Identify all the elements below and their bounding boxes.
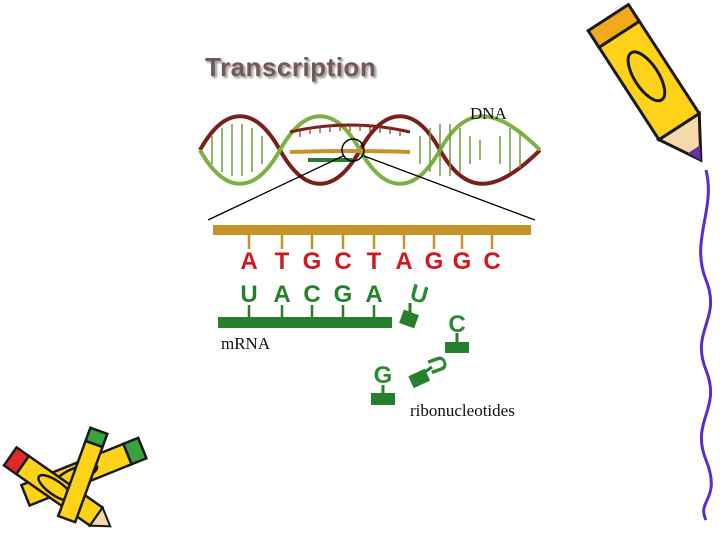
- mrna-base: U: [235, 283, 263, 307]
- mrna-base: A: [360, 283, 388, 307]
- mrna-label: mRNA: [221, 334, 270, 354]
- mrna-base: G: [329, 283, 357, 307]
- dna-base: C: [329, 250, 357, 274]
- dna-base: G: [298, 250, 326, 274]
- dna-base: G: [448, 250, 476, 274]
- dna-helix: [200, 116, 540, 184]
- mrna-base: C: [298, 283, 326, 307]
- mrna-strand: [218, 305, 392, 328]
- dna-template-strand: [213, 225, 531, 249]
- dna-base: G: [420, 250, 448, 274]
- pencil-icon: [588, 5, 720, 174]
- dna-base: T: [268, 250, 296, 274]
- free-ribonucleotide-c: C: [443, 313, 471, 337]
- dna-label: DNA: [470, 104, 507, 124]
- dna-base: C: [478, 250, 506, 274]
- dna-base: T: [360, 250, 388, 274]
- ribonucleotides-label: ribonucleotides: [410, 401, 515, 421]
- dna-base: A: [390, 250, 418, 274]
- crayons-clipart-icon: [4, 428, 146, 536]
- free-ribonucleotide-g: G: [369, 364, 397, 388]
- squiggle-line: [701, 170, 712, 520]
- dna-base: A: [235, 250, 263, 274]
- mrna-base: A: [268, 283, 296, 307]
